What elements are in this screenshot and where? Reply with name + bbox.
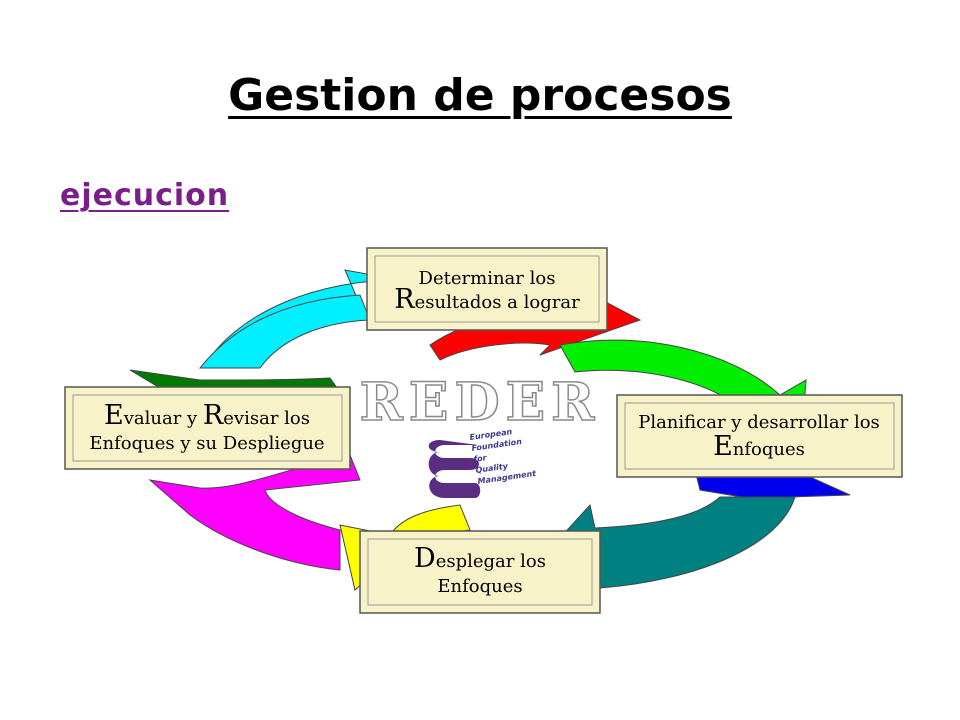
arrow-magenta: [148, 454, 361, 571]
enfoques-line2: nfoques: [733, 439, 805, 460]
despliegue-line1: esplegar los: [436, 551, 546, 572]
evaluacion-line2: Enfoques y su Despliegue: [89, 433, 324, 454]
box-despliegue: Desplegar los Enfoques: [359, 530, 601, 614]
svg-text:Enfoques: Enfoques: [713, 431, 805, 462]
evaluacion-initial-r: R: [203, 400, 224, 431]
resultados-initial: R: [394, 284, 415, 315]
resultados-line1: Determinar los: [419, 268, 556, 289]
evaluacion-line1-mid: valuar y: [123, 408, 203, 429]
arrow-cyan-tail: [198, 294, 371, 369]
despliegue-line2: Enfoques: [437, 576, 522, 597]
svg-text:Resultados a lograr: Resultados a lograr: [394, 284, 580, 315]
box-evaluacion: Evaluar y Revisar los Enfoques y su Desp…: [64, 386, 351, 470]
svg-text:Desplegar los: Desplegar los: [414, 543, 546, 574]
svg-text:Evaluar y Revisar los: Evaluar y Revisar los: [104, 400, 310, 431]
enfoques-initial: E: [713, 431, 733, 462]
evaluacion-line1-rest: evisar los: [223, 408, 310, 429]
center-ellipse: [267, 332, 697, 532]
evaluacion-initial-e: E: [104, 400, 124, 431]
enfoques-line1: Planificar y desarrollar los: [638, 412, 880, 433]
box-enfoques: Planificar y desarrollar los Enfoques: [616, 394, 903, 478]
box-resultados: Determinar los Resultados a lograr: [366, 247, 608, 331]
efqm-line-3: for: [473, 453, 488, 464]
slide-title: Gestion de procesos: [228, 70, 732, 121]
despliegue-initial: D: [414, 543, 436, 574]
efqm-e-shape: [428, 440, 481, 498]
reder-label: REDER: [360, 372, 601, 433]
resultados-line2: esultados a lograr: [415, 292, 580, 313]
ejecucion-link[interactable]: ejecucion: [60, 178, 230, 213]
